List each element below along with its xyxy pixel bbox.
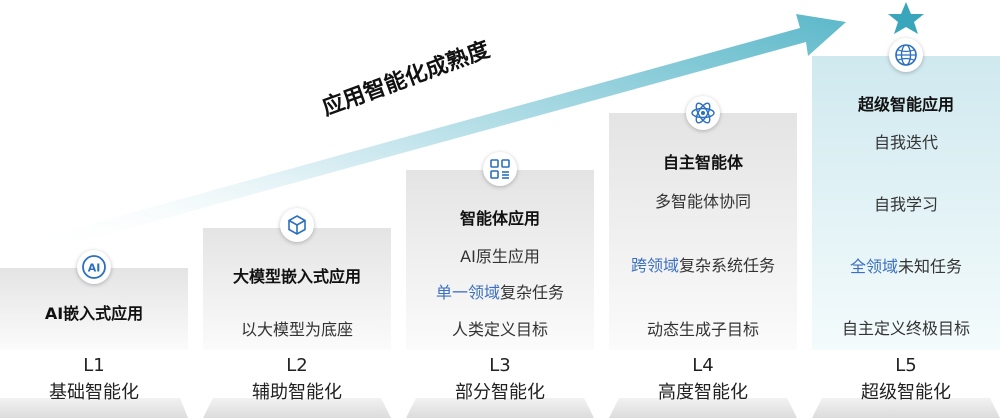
- base-l4: [609, 398, 797, 418]
- level-l1-title: AI嵌入式应用: [44, 304, 144, 323]
- svg-text:AI: AI: [88, 262, 101, 275]
- star-icon: [888, 2, 924, 34]
- level-l4-line-3: 动态生成子目标: [646, 320, 759, 339]
- cube-icon: [280, 208, 314, 242]
- level-l1-label: L1 基础智能化: [0, 355, 188, 404]
- level-l3-line-3: 人类定义目标: [451, 320, 548, 339]
- level-l4-label: L4 高度智能化: [609, 355, 797, 404]
- level-l4-line-1: 多智能体协同: [654, 192, 751, 211]
- level-l3-line-1: AI原生应用: [460, 247, 540, 266]
- level-l5-line-3-highlight: 全领域: [849, 257, 898, 276]
- ai-icon: AI: [77, 250, 111, 284]
- level-l3-label: L3 部分智能化: [406, 355, 594, 404]
- level-l5-name: 超级智能化: [861, 382, 951, 403]
- level-l1-card: AI AI嵌入式应用: [0, 240, 188, 350]
- level-l3-code: L3: [489, 355, 511, 376]
- trend-arrow: [40, 14, 846, 250]
- level-l3-line-2-highlight: 单一领域: [435, 283, 500, 302]
- level-l5-title: 超级智能应用: [857, 95, 954, 114]
- level-l2-name: 辅助智能化: [252, 382, 342, 403]
- level-l3-line-2-rest: 复杂任务: [500, 283, 565, 302]
- level-l5-code: L5: [895, 355, 917, 376]
- base-l2: [203, 398, 391, 418]
- level-l5-line-2: 自我学习: [873, 195, 938, 214]
- grid-icon: [483, 152, 517, 186]
- level-l5-card: 超级智能应用 自我迭代 自我学习 全领域未知任务 自主定义终极目标: [812, 38, 1000, 350]
- level-l5-line-4: 自主定义终极目标: [841, 319, 970, 338]
- level-l4-card: 自主智能体 多智能体协同 跨领域复杂系统任务 动态生成子目标: [609, 92, 797, 350]
- level-l5-line-1: 自我迭代: [873, 133, 938, 152]
- base-l3: [406, 398, 594, 418]
- level-l2-label: L2 辅助智能化: [203, 355, 391, 404]
- level-l2-line-1: 以大模型为底座: [240, 320, 353, 339]
- level-l4-line-2: 跨领域复杂系统任务: [609, 252, 797, 276]
- level-l4-name: 高度智能化: [658, 382, 748, 403]
- base-l1: [0, 398, 188, 418]
- level-l3-name: 部分智能化: [455, 382, 545, 403]
- atom-icon: [686, 96, 720, 130]
- level-l1-code: L1: [83, 355, 105, 376]
- level-l2-code: L2: [286, 355, 308, 376]
- level-l5-label: L5 超级智能化: [812, 355, 1000, 404]
- level-l2-card: 大模型嵌入式应用 以大模型为底座: [203, 208, 391, 350]
- card-l2: [203, 228, 391, 350]
- level-l5-line-3-rest: 未知任务: [898, 257, 963, 276]
- level-l4-line-2-rest: 复杂系统任务: [679, 256, 776, 275]
- card-l4: [609, 113, 797, 350]
- level-l3-line-2: 单一领域复杂任务: [406, 279, 594, 303]
- globe-icon: [889, 38, 923, 72]
- level-l3-card: 智能体应用 AI原生应用 单一领域复杂任务 人类定义目标: [406, 150, 594, 350]
- card-l5: [812, 56, 1000, 350]
- level-l5-line-3: 全领域未知任务: [812, 253, 1000, 277]
- card-l3: [406, 170, 594, 350]
- base-l5: [812, 398, 1000, 418]
- level-l2-title: 大模型嵌入式应用: [232, 267, 361, 286]
- level-l4-code: L4: [692, 355, 714, 376]
- level-l3-title: 智能体应用: [459, 209, 540, 228]
- level-l4-title: 自主智能体: [662, 153, 743, 172]
- level-l1-name: 基础智能化: [49, 382, 139, 403]
- level-l4-line-2-highlight: 跨领域: [630, 256, 679, 275]
